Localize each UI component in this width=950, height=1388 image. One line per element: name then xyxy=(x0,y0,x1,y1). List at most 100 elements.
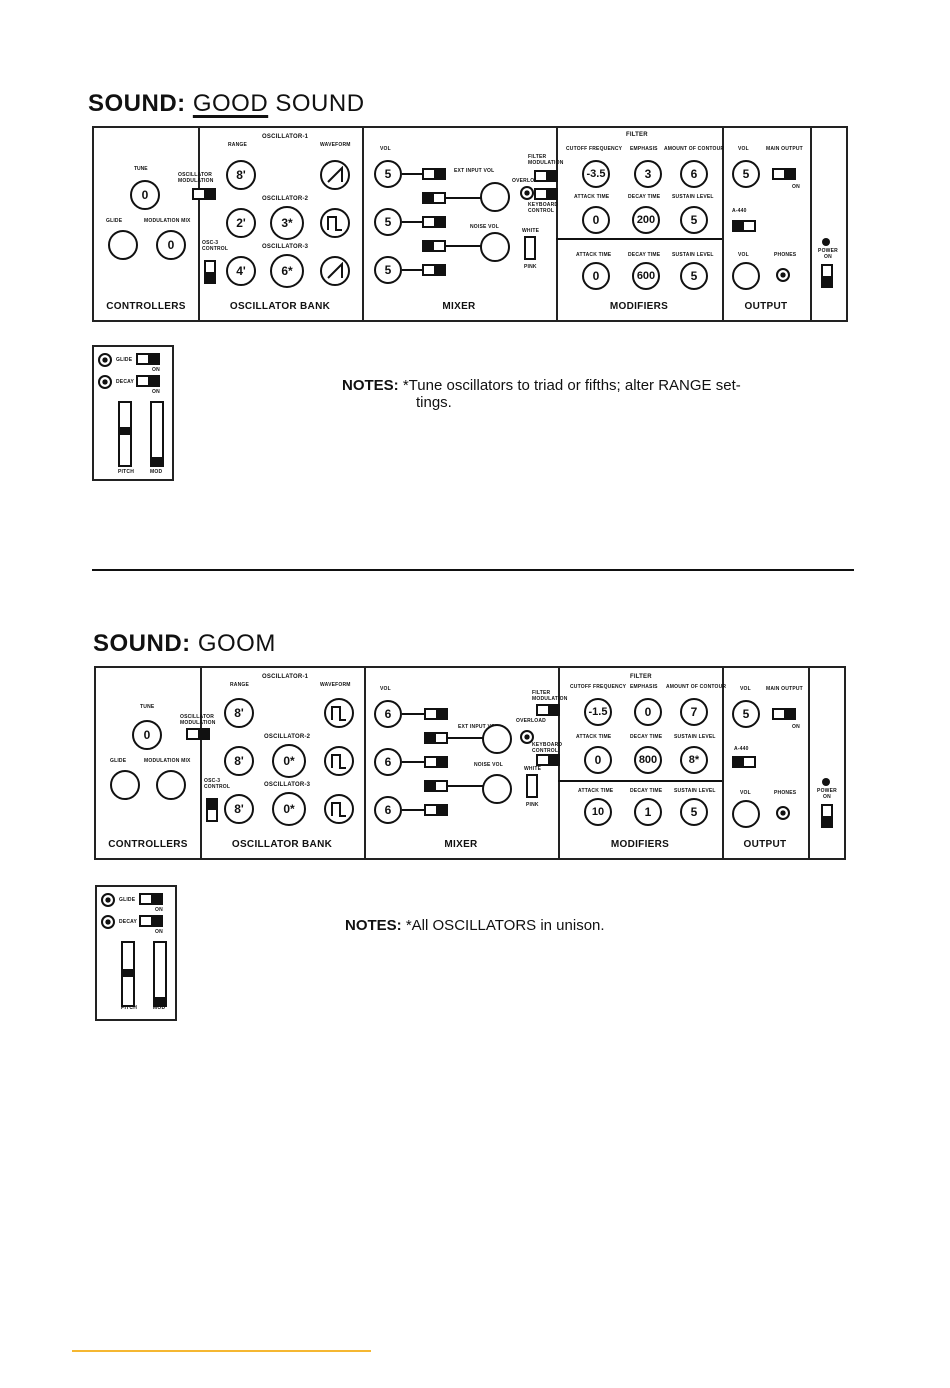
mixer-noise-switch[interactable] xyxy=(422,240,446,252)
loud-decay-knob[interactable]: 600 xyxy=(632,262,660,290)
mixer-osc2-switch[interactable] xyxy=(422,216,446,228)
sound-label: SOUND: xyxy=(88,90,186,117)
filter-attack-knob[interactable]: 0 xyxy=(582,206,610,234)
a440-switch[interactable] xyxy=(732,756,756,768)
loud-decay-knob[interactable]: 1 xyxy=(634,798,662,826)
glide-knob[interactable] xyxy=(110,770,140,800)
filter-mod-switch[interactable] xyxy=(536,704,560,716)
mod-wheel[interactable] xyxy=(150,401,164,467)
tune-label: TUNE xyxy=(140,704,155,710)
osc3-waveform-knob[interactable] xyxy=(324,794,354,824)
osc-mod-label: OSCILLATOR MODULATION xyxy=(178,172,214,184)
contour-label: AMOUNT OF CONTOUR xyxy=(664,146,725,152)
pitch-wheel[interactable] xyxy=(121,941,135,1007)
mod-wheel[interactable] xyxy=(153,941,167,1007)
osc2-freq-knob[interactable]: 0* xyxy=(272,744,306,778)
mixer-ext-switch[interactable] xyxy=(424,732,448,744)
mixer-vol-1[interactable]: 5 xyxy=(374,160,402,188)
osc2-waveform-knob[interactable] xyxy=(320,208,350,238)
glide-switch[interactable] xyxy=(139,893,163,905)
power-switch[interactable] xyxy=(821,804,833,828)
osc2-range-knob[interactable]: 8' xyxy=(224,746,254,776)
noise-color-switch[interactable] xyxy=(526,774,538,798)
white-label: WHITE xyxy=(524,766,542,772)
filter-decay-knob[interactable]: 200 xyxy=(632,206,660,234)
kbd-control-label: KEYBOARD CONTROL xyxy=(528,202,559,214)
osc-mod-switch[interactable] xyxy=(192,188,216,200)
emphasis-knob[interactable]: 3 xyxy=(634,160,662,188)
main-output-switch[interactable] xyxy=(772,168,796,180)
noise-color-switch[interactable] xyxy=(524,236,536,260)
osc3-range-knob[interactable]: 8' xyxy=(224,794,254,824)
mixer-ext-switch[interactable] xyxy=(422,192,446,204)
modifiers-label: MODIFIERS xyxy=(609,301,669,312)
cutoff-knob[interactable]: -3.5 xyxy=(582,160,610,188)
noise-vol-knob[interactable] xyxy=(482,774,512,804)
osc3-freq-knob[interactable]: 6* xyxy=(270,254,304,288)
osc3-waveform-knob[interactable] xyxy=(320,256,350,286)
filter-sustain-knob[interactable]: 5 xyxy=(680,206,708,234)
mixer-vol-2[interactable]: 6 xyxy=(374,748,402,776)
mixer-vol-1[interactable]: 6 xyxy=(374,700,402,728)
noise-vol-knob[interactable] xyxy=(480,232,510,262)
osc1-range-knob[interactable]: 8' xyxy=(224,698,254,728)
glide-knob[interactable] xyxy=(108,230,138,260)
contour-knob[interactable]: 7 xyxy=(680,698,708,726)
kbd-control-label: KEYBOARD CONTROL xyxy=(532,742,563,754)
tune-knob[interactable]: 0 xyxy=(130,180,160,210)
decay-switch[interactable] xyxy=(136,375,160,387)
mixer-osc3-switch[interactable] xyxy=(424,804,448,816)
loud-attack-knob[interactable]: 10 xyxy=(584,798,612,826)
pitch-wheel[interactable] xyxy=(118,401,132,467)
mixer-vol-2[interactable]: 5 xyxy=(374,208,402,236)
a440-switch[interactable] xyxy=(732,220,756,232)
emphasis-knob[interactable]: 0 xyxy=(634,698,662,726)
loud-sustain-knob[interactable]: 5 xyxy=(680,798,708,826)
filter-attack-knob[interactable]: 0 xyxy=(584,746,612,774)
osc1-range-knob[interactable]: 8' xyxy=(226,160,256,190)
phones-jack[interactable] xyxy=(776,806,790,820)
main-output-switch[interactable] xyxy=(772,708,796,720)
osc3-control-switch[interactable] xyxy=(206,798,218,822)
ext-input-knob[interactable] xyxy=(480,182,510,212)
output-vol-knob[interactable]: 5 xyxy=(732,160,760,188)
mixer-osc1-switch[interactable] xyxy=(424,708,448,720)
cutoff-knob[interactable]: -1.5 xyxy=(584,698,612,726)
kbd-control-switch[interactable] xyxy=(536,754,560,766)
mixer-osc2-switch[interactable] xyxy=(424,756,448,768)
osc3-control-switch[interactable] xyxy=(204,260,216,284)
filter-decay-knob[interactable]: 800 xyxy=(634,746,662,774)
power-switch[interactable] xyxy=(821,264,833,288)
mixer-noise-switch[interactable] xyxy=(424,780,448,792)
decay-switch[interactable] xyxy=(139,915,163,927)
mod-mix-knob[interactable] xyxy=(156,770,186,800)
osc3-freq-knob[interactable]: 0* xyxy=(272,792,306,826)
osc1-waveform-knob[interactable] xyxy=(324,698,354,728)
loud-sustain-knob[interactable]: 5 xyxy=(680,262,708,290)
osc3-range-knob[interactable]: 4' xyxy=(226,256,256,286)
wheels-box-1: GLIDE ON DECAY ON PITCH MOD xyxy=(92,345,174,481)
osc1-waveform-knob[interactable] xyxy=(320,160,350,190)
glide-switch[interactable] xyxy=(136,353,160,365)
mod-mix-knob[interactable]: 0 xyxy=(156,230,186,260)
osc2-waveform-knob[interactable] xyxy=(324,746,354,776)
output-vol-knob[interactable]: 5 xyxy=(732,700,760,728)
phones-jack[interactable] xyxy=(776,268,790,282)
osc2-range-knob[interactable]: 2' xyxy=(226,208,256,238)
contour-knob[interactable]: 6 xyxy=(680,160,708,188)
phones-vol-knob[interactable] xyxy=(732,262,760,290)
mixer-vol-3[interactable]: 6 xyxy=(374,796,402,824)
mixer-osc3-switch[interactable] xyxy=(422,264,446,276)
osc2-freq-knob[interactable]: 3* xyxy=(270,206,304,240)
osc-mod-switch[interactable] xyxy=(186,728,210,740)
phones-vol-knob[interactable] xyxy=(732,800,760,828)
kbd-control-switch[interactable] xyxy=(534,188,558,200)
osc2-label: OSCILLATOR-2 xyxy=(264,734,311,740)
tune-knob[interactable]: 0 xyxy=(132,720,162,750)
filter-mod-switch[interactable] xyxy=(534,170,558,182)
filter-sustain-knob[interactable]: 8* xyxy=(680,746,708,774)
loud-attack-knob[interactable]: 0 xyxy=(582,262,610,290)
mixer-osc1-switch[interactable] xyxy=(422,168,446,180)
ext-input-knob[interactable] xyxy=(482,724,512,754)
mixer-vol-3[interactable]: 5 xyxy=(374,256,402,284)
